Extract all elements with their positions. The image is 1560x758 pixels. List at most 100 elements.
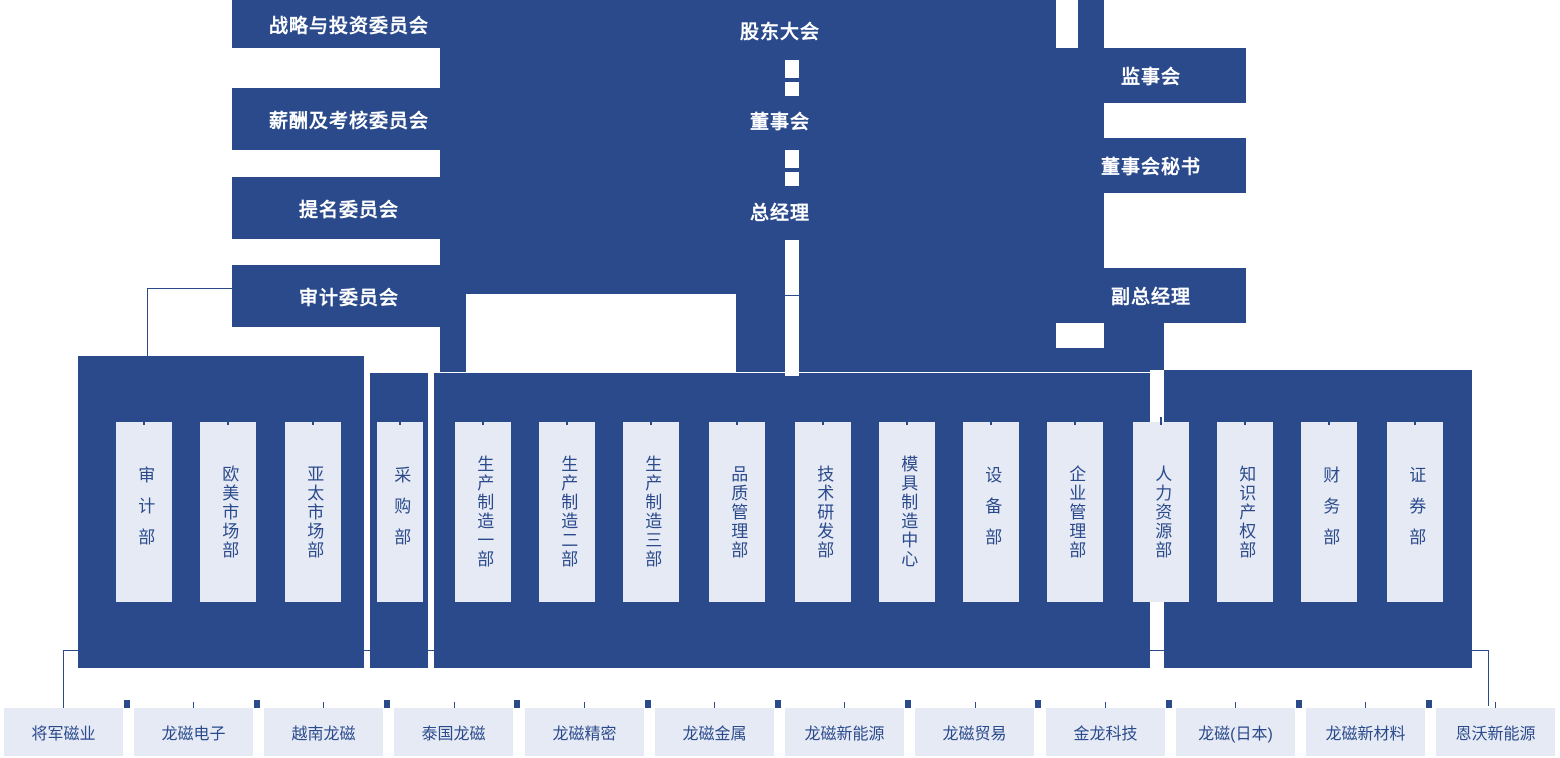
sub-tick-2 — [193, 702, 194, 708]
dept-europe-america-market[interactable]: 欧美市场部 — [200, 422, 256, 602]
dept-notch-mfg-3 — [650, 417, 652, 425]
node-supervisory-board[interactable]: 监事会 — [1056, 48, 1246, 103]
sub-foot-11 — [1426, 700, 1432, 708]
dept-notch-mfg-2 — [566, 417, 568, 425]
dept-notch-enterprise — [1074, 417, 1076, 425]
subsidiary-longci-trade[interactable]: 龙磁贸易 — [915, 708, 1034, 756]
node-shareholders-meeting[interactable]: 股东大会 — [700, 8, 860, 52]
node-deputy-general-manager[interactable]: 副总经理 — [1056, 268, 1246, 323]
connector-board-to-gm-tick — [785, 169, 799, 171]
connector-shareholders-to-board-b — [785, 82, 799, 96]
subsidiary-jiangjun-magnetics[interactable]: 将军磁业 — [4, 708, 123, 756]
dept-technology-rd[interactable]: 技术研发部 — [795, 422, 851, 602]
dept-manufacturing-2[interactable]: 生产制造二部 — [539, 422, 595, 602]
connector-shareholders-to-board-a — [785, 60, 799, 78]
subsidiary-longci-electronics[interactable]: 龙磁电子 — [134, 708, 253, 756]
dept-technology-rd-label: 技术研发部 — [814, 464, 834, 560]
dept-securities[interactable]: 证券部 — [1387, 422, 1443, 602]
dept-notch-equipment — [990, 417, 992, 425]
node-board-secretary[interactable]: 董事会秘书 — [1056, 138, 1246, 193]
committee-strategy-investment-label: 战略与投资委员会 — [268, 15, 429, 37]
dept-manufacturing-3[interactable]: 生产制造三部 — [623, 422, 679, 602]
dept-equipment-label: 设备部 — [982, 465, 1002, 559]
connector-board-to-gm-a — [785, 150, 799, 168]
sub-foot-3 — [384, 700, 390, 708]
dept-procurement-label: 采购部 — [391, 465, 411, 559]
subsidiary-rail-hr-horizontal — [1150, 650, 1164, 651]
dept-notch-rd — [822, 417, 824, 425]
dept-quality-management[interactable]: 品质管理部 — [709, 422, 765, 602]
node-board-secretary-label: 董事会秘书 — [1100, 157, 1201, 178]
subsidiary-longci-precision-label: 龙磁精密 — [552, 726, 617, 743]
subsidiary-longci-trade-label: 龙磁贸易 — [942, 726, 1007, 743]
dept-intellectual-property[interactable]: 知识产权部 — [1217, 422, 1273, 602]
dept-audit[interactable]: 审计部 — [116, 422, 172, 602]
dept-europe-america-market-label: 欧美市场部 — [219, 464, 239, 560]
committee-remuneration-appraisal-label: 薪酬及考核委员会 — [268, 110, 429, 132]
node-general-manager[interactable]: 总经理 — [700, 189, 860, 233]
dept-notch-mfg-1 — [482, 417, 484, 425]
dept-enterprise-management[interactable]: 企业管理部 — [1047, 422, 1103, 602]
subsidiary-longci-japan[interactable]: 龙磁(日本) — [1176, 708, 1295, 756]
dept-notch-ip — [1244, 417, 1246, 425]
subsidiary-longci-precision[interactable]: 龙磁精密 — [525, 708, 644, 756]
node-board-of-directors[interactable]: 董事会 — [700, 98, 860, 142]
subsidiary-vietnam-longci[interactable]: 越南龙磁 — [264, 708, 383, 756]
committee-remuneration-appraisal[interactable]: 薪酬及考核委员会 — [232, 88, 466, 150]
subsidiary-enwo-new-energy[interactable]: 恩沃新能源 — [1436, 708, 1555, 756]
subsidiary-enwo-new-energy-label: 恩沃新能源 — [1455, 726, 1536, 743]
connector-board-to-gm-b — [785, 172, 799, 186]
sub-tick-8 — [975, 702, 976, 708]
subsidiary-jiangjun-magnetics-label: 将军磁业 — [31, 726, 96, 743]
dept-notch-hr — [1160, 417, 1162, 425]
dept-manufacturing-1-label: 生产制造一部 — [474, 455, 494, 569]
dept-manufacturing-1[interactable]: 生产制造一部 — [455, 422, 511, 602]
sub-tick-1 — [63, 702, 64, 708]
dept-manufacturing-2-label: 生产制造二部 — [558, 455, 578, 569]
subsidiary-longci-new-energy[interactable]: 龙磁新能源 — [785, 708, 904, 756]
sub-foot-2 — [254, 700, 260, 708]
subsidiary-longci-metal[interactable]: 龙磁金属 — [655, 708, 774, 756]
dept-finance[interactable]: 财务部 — [1301, 422, 1357, 602]
dept-asia-pacific-market[interactable]: 亚太市场部 — [285, 422, 341, 602]
audit-committee-dashed-drop — [147, 288, 148, 362]
sub-foot-8 — [1035, 700, 1041, 708]
sub-foot-10 — [1296, 700, 1302, 708]
sub-foot-7 — [905, 700, 911, 708]
dept-notch-procurement — [399, 417, 401, 425]
committee-strategy-investment[interactable]: 战略与投资委员会 — [232, 0, 466, 48]
dept-notch-mold — [906, 417, 908, 425]
node-general-manager-label: 总经理 — [749, 202, 810, 224]
dept-audit-label: 审计部 — [135, 465, 155, 559]
dept-band-gap-procurement-right — [428, 373, 434, 668]
dept-procurement[interactable]: 采购部 — [377, 422, 423, 602]
sub-foot-1 — [124, 700, 130, 708]
sub-tick-10 — [1235, 702, 1236, 708]
dept-mold-manufacturing-center[interactable]: 模具制造中心 — [879, 422, 935, 602]
subsidiary-rail-right-vertical — [1488, 650, 1489, 706]
dept-human-resources[interactable]: 人力资源部 — [1133, 422, 1189, 602]
subsidiary-jinlong-technology[interactable]: 金龙科技 — [1046, 708, 1165, 756]
sub-foot-4 — [514, 700, 520, 708]
dept-notch-finance — [1328, 417, 1330, 425]
dept-human-resources-label: 人力资源部 — [1152, 464, 1172, 560]
dept-finance-label: 财务部 — [1320, 465, 1340, 559]
committee-audit[interactable]: 审计委员会 — [232, 265, 466, 327]
dept-equipment[interactable]: 设备部 — [963, 422, 1019, 602]
subsidiary-rail-mid2-horizontal — [428, 650, 434, 651]
sub-tick-4 — [454, 702, 455, 708]
sub-tick-12 — [1495, 702, 1496, 708]
gap-right-above-supervisory — [1056, 0, 1078, 48]
dept-asia-pacific-market-label: 亚太市场部 — [304, 464, 324, 560]
committee-nomination[interactable]: 提名委员会 — [232, 177, 466, 239]
right-spine-gap — [1056, 323, 1104, 348]
sub-foot-5 — [645, 700, 651, 708]
committee-nomination-label: 提名委员会 — [298, 199, 399, 221]
node-deputy-general-manager-label: 副总经理 — [1110, 287, 1191, 308]
subsidiary-longci-new-materials[interactable]: 龙磁新材料 — [1306, 708, 1425, 756]
subsidiary-longci-metal-label: 龙磁金属 — [682, 726, 747, 743]
subsidiary-longci-electronics-label: 龙磁电子 — [161, 726, 226, 743]
subsidiary-thailand-longci[interactable]: 泰国龙磁 — [394, 708, 513, 756]
dept-enterprise-management-label: 企业管理部 — [1066, 464, 1086, 560]
dept-securities-label: 证券部 — [1406, 465, 1426, 559]
